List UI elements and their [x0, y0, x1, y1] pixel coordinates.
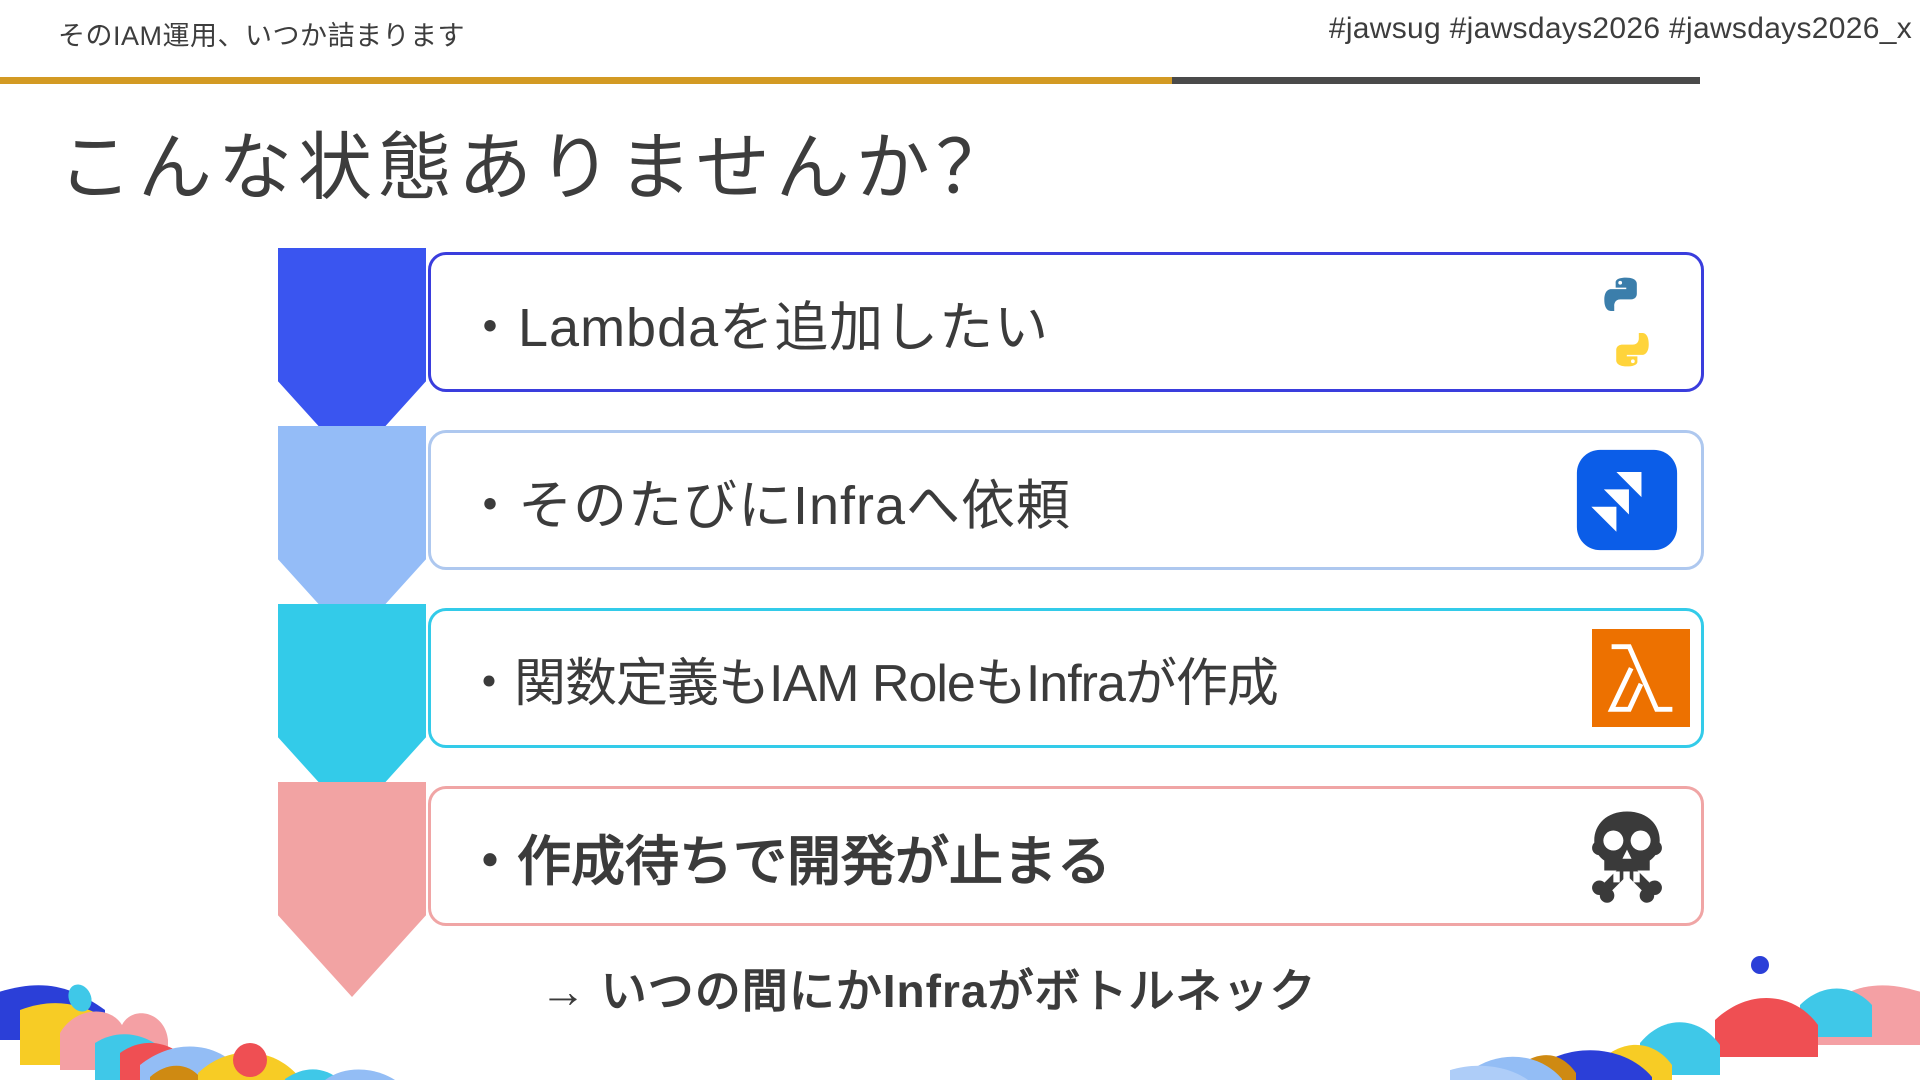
python-logo-icon: [1567, 262, 1687, 382]
conclusion-text: → いつの間にかInfraがボトルネック: [540, 965, 1317, 1017]
step-card-3: ・関数定義もIAM RoleもInfraが作成: [428, 608, 1704, 748]
step-card-1-text: ・Lambdaを追加したい: [463, 297, 1050, 358]
step-card-2-text: ・そのたびにInfraへ依頼: [463, 475, 1072, 536]
step-card-4: ・作成待ちで開発が止まる: [428, 786, 1704, 926]
slide-header: そのIAM運用、いつか詰まります #jawsug #jawsdays2026 #…: [0, 0, 1920, 84]
header-rule-gold: [0, 77, 1172, 84]
header-hashtags: #jawsug #jawsdays2026 #jawsdays2026_x: [1328, 12, 1912, 45]
header-deck-title: そのIAM運用、いつか詰まります: [58, 21, 466, 51]
jira-logo-icon: [1567, 440, 1687, 560]
step-card-2: ・そのたびにInfraへ依頼: [428, 430, 1704, 570]
skull-and-crossbones-icon: [1567, 796, 1687, 916]
step-card-3-text: ・関数定義もIAM RoleもInfraが作成: [463, 654, 1279, 713]
page-title: こんな状態ありませんか？: [58, 126, 1016, 209]
header-rule-dark: [1172, 77, 1700, 84]
chevron-step-4: [278, 782, 426, 997]
chevron-flow-column: [278, 248, 428, 1048]
aws-lambda-logo-icon: [1581, 618, 1701, 738]
step-card-4-text: ・作成待ちで開発が止まる: [463, 831, 1111, 892]
step-card-1: ・Lambdaを追加したい: [428, 252, 1704, 392]
